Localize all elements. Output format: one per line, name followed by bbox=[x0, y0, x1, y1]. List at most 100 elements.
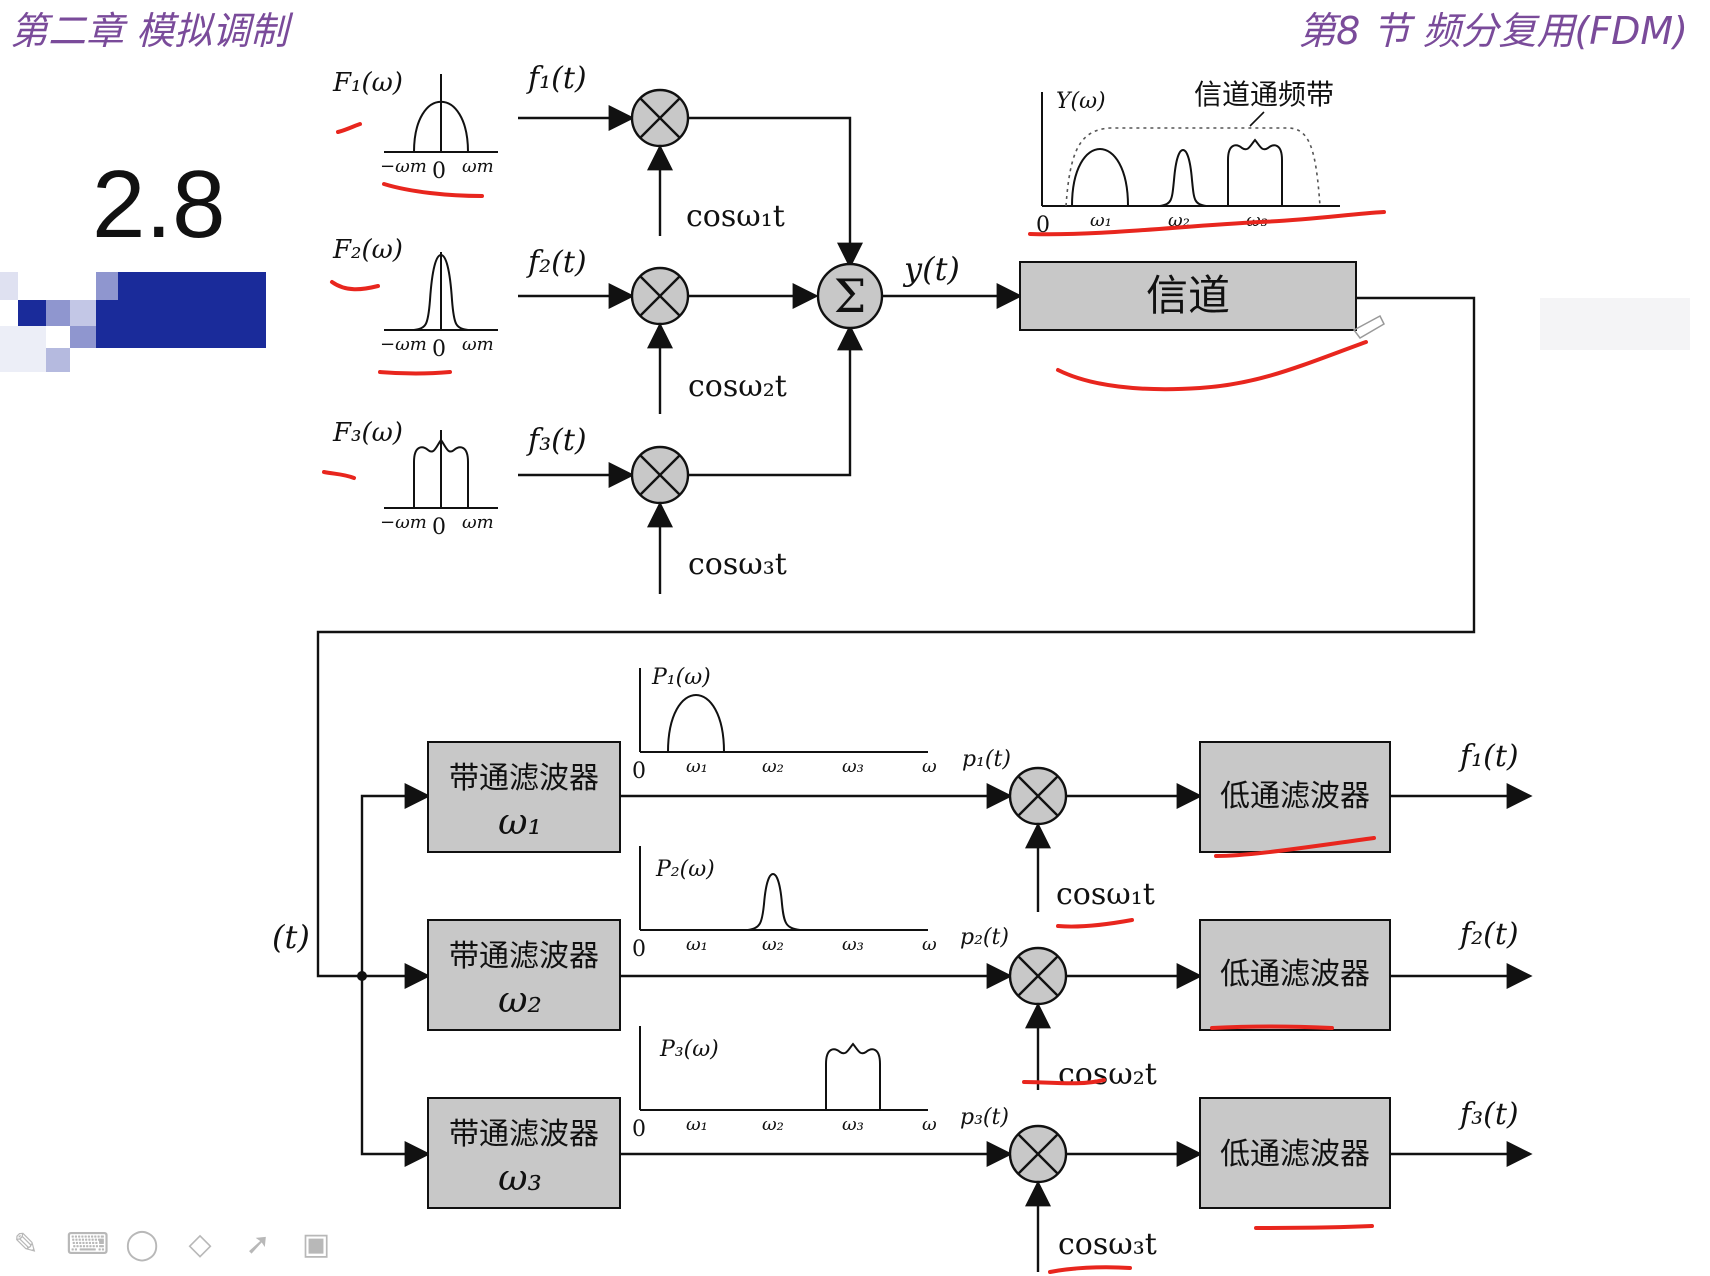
rx-branch-wire-3 bbox=[360, 976, 431, 1167]
tx-spectrum-label-1: F₁(ω) bbox=[332, 68, 403, 98]
camera-icon[interactable]: ▣ bbox=[301, 1227, 331, 1262]
rx-output-label-1: f₁(t) bbox=[1458, 739, 1519, 774]
rx-tick-w1: ω₁ bbox=[686, 1114, 708, 1135]
lasso-icon[interactable]: ◯ bbox=[125, 1227, 159, 1262]
red-annotations bbox=[322, 122, 1386, 1274]
channel-output-wire bbox=[316, 296, 1476, 978]
pointer-icon[interactable]: ➚ bbox=[245, 1227, 271, 1262]
rx-tick-w: ω bbox=[922, 1114, 937, 1135]
bandpass-filter-1: 带通滤波器 ω₁ bbox=[427, 741, 621, 853]
tx-spectrum-label-3: F₃(ω) bbox=[332, 418, 403, 448]
rx-input-label: (t) bbox=[272, 918, 310, 956]
tx-multiplier-2 bbox=[630, 266, 690, 326]
tx-signal-label-1: f₁(t) bbox=[526, 61, 587, 96]
rx-tick-w1: ω₁ bbox=[686, 934, 708, 955]
tx-spectrum-3 bbox=[384, 430, 498, 509]
rx-multiplier-1 bbox=[1008, 766, 1068, 826]
channel-block bbox=[1019, 261, 1357, 331]
lowpass-label: 低通滤波器 bbox=[1220, 1137, 1370, 1172]
rx-tick-w: ω bbox=[922, 756, 937, 777]
faint-panel bbox=[1540, 298, 1690, 350]
rx-tick-w2: ω₂ bbox=[762, 1114, 784, 1135]
rx-axis-zero: 0 bbox=[632, 1117, 646, 1142]
lowpass-label: 低通滤波器 bbox=[1220, 957, 1370, 992]
bandpass-freq: ω₃ bbox=[498, 1158, 542, 1199]
rx-multiplier-3 bbox=[1008, 1124, 1068, 1184]
axis-zero-label: 0 bbox=[432, 159, 446, 184]
rx-band-signal-label-3: p₃(t) bbox=[960, 1105, 1009, 1130]
channel-tick-w1: ω₁ bbox=[1090, 210, 1112, 231]
bandpass-filter-2: 带通滤波器 ω₂ bbox=[427, 919, 621, 1031]
rx-tick-w1: ω₁ bbox=[686, 756, 708, 777]
chapter-title: 第二章 模拟调制 bbox=[10, 9, 289, 53]
rx-axis-zero: 0 bbox=[632, 759, 646, 784]
rx-tick-w: ω bbox=[922, 934, 937, 955]
axis-neg-label: −ωm bbox=[380, 512, 427, 533]
rx-tick-w2: ω₂ bbox=[762, 934, 784, 955]
tx-carrier-label-3: cosω₃t bbox=[688, 547, 787, 582]
bandpass-label: 带通滤波器 bbox=[449, 761, 599, 796]
rx-tick-w3: ω₃ bbox=[842, 756, 864, 777]
section-title: 第8 节 频分复用(FDM) bbox=[1298, 9, 1688, 53]
channel-label: 信道 bbox=[1146, 271, 1230, 320]
rx-band-spectrum-3 bbox=[639, 1026, 928, 1111]
rx-multiplier-2 bbox=[1008, 946, 1068, 1006]
axis-zero-label: 0 bbox=[432, 337, 446, 362]
y-label: y(t) bbox=[902, 250, 960, 288]
rx-tick-w3: ω₃ bbox=[842, 1114, 864, 1135]
tx-spectrum-2 bbox=[384, 252, 498, 331]
slide-number: 2.8 bbox=[92, 151, 226, 258]
rx-band-spectrum-2 bbox=[639, 846, 928, 931]
tx-signal-label-3: f₃(t) bbox=[526, 423, 587, 458]
rx-carrier-label-2: cosω₂t bbox=[1058, 1057, 1157, 1092]
lowpass-filter-1: 低通滤波器 bbox=[1199, 741, 1391, 853]
axis-pos-label: ωm bbox=[462, 156, 494, 177]
tx-sum-wire-3 bbox=[688, 324, 863, 477]
rx-band-signal-label-2: p₂(t) bbox=[960, 925, 1009, 950]
eraser-icon[interactable]: ◇ bbox=[188, 1227, 212, 1262]
pen-icon[interactable]: ✎ bbox=[13, 1227, 39, 1262]
bandpass-label: 带通滤波器 bbox=[449, 1117, 599, 1152]
rx-tick-w3: ω₃ bbox=[842, 934, 864, 955]
tx-signal-label-2: f₂(t) bbox=[526, 245, 587, 280]
axis-pos-label: ωm bbox=[462, 334, 494, 355]
lowpass-filter-2: 低通滤波器 bbox=[1199, 919, 1391, 1031]
rx-spectrum-label-2: P₂(ω) bbox=[655, 857, 715, 882]
channel-axis-zero: 0 bbox=[1036, 213, 1050, 238]
axis-neg-label: −ωm bbox=[380, 334, 427, 355]
rx-output-label-2: f₂(t) bbox=[1458, 917, 1519, 952]
annotation-toolbar: ✎ ⌨ ◯ ◇ ➚ ▣ bbox=[8, 1220, 334, 1270]
tx-sum-wire-1 bbox=[688, 116, 863, 269]
rx-spectrum-label-3: P₃(ω) bbox=[659, 1037, 719, 1062]
rx-carrier-label-1: cosω₁t bbox=[1056, 877, 1155, 912]
tx-spectrum-1 bbox=[384, 74, 498, 153]
channel-spectrum bbox=[1041, 92, 1340, 207]
bandpass-freq: ω₁ bbox=[498, 802, 542, 843]
tx-carrier-label-2: cosω₂t bbox=[688, 369, 787, 404]
tx-carrier-label-1: cosω₁t bbox=[686, 199, 785, 234]
logo-mosaic bbox=[0, 272, 266, 372]
rx-axis-zero: 0 bbox=[632, 937, 646, 962]
rx-tick-w2: ω₂ bbox=[762, 756, 784, 777]
summer-symbol: Σ bbox=[834, 269, 867, 323]
lowpass-filter-3: 低通滤波器 bbox=[1199, 1097, 1391, 1209]
axis-neg-label: −ωm bbox=[380, 156, 427, 177]
tx-axis-labels: −ωm 0 ωm −ωm 0 ωm −ωm 0 ωm bbox=[380, 156, 494, 540]
axis-pos-label: ωm bbox=[462, 512, 494, 533]
rx-axis-ticks: 0 ω₁ ω₂ ω₃ ω 0 ω₁ ω₂ ω₃ ω 0 ω₁ ω₂ ω₃ ω bbox=[632, 756, 937, 1142]
bandpass-filter-3: 带通滤波器 ω₃ bbox=[427, 1097, 621, 1209]
rx-output-label-3: f₃(t) bbox=[1458, 1097, 1519, 1132]
lowpass-label: 低通滤波器 bbox=[1220, 779, 1370, 814]
pen-cursor-icon bbox=[1352, 314, 1385, 339]
rx-spectrum-label-1: P₁(ω) bbox=[651, 665, 711, 690]
channel-spectrum-label: Y(ω) bbox=[1056, 89, 1106, 114]
bandpass-freq: ω₂ bbox=[498, 980, 542, 1021]
tx-multiplier-1 bbox=[630, 88, 690, 148]
keyboard-icon[interactable]: ⌨ bbox=[66, 1227, 110, 1262]
rx-branch-wire-1 bbox=[360, 783, 431, 976]
rx-band-spectrum-1 bbox=[639, 668, 928, 753]
tx-multiplier-3 bbox=[630, 445, 690, 505]
tx-spectrum-label-2: F₂(ω) bbox=[332, 235, 403, 265]
